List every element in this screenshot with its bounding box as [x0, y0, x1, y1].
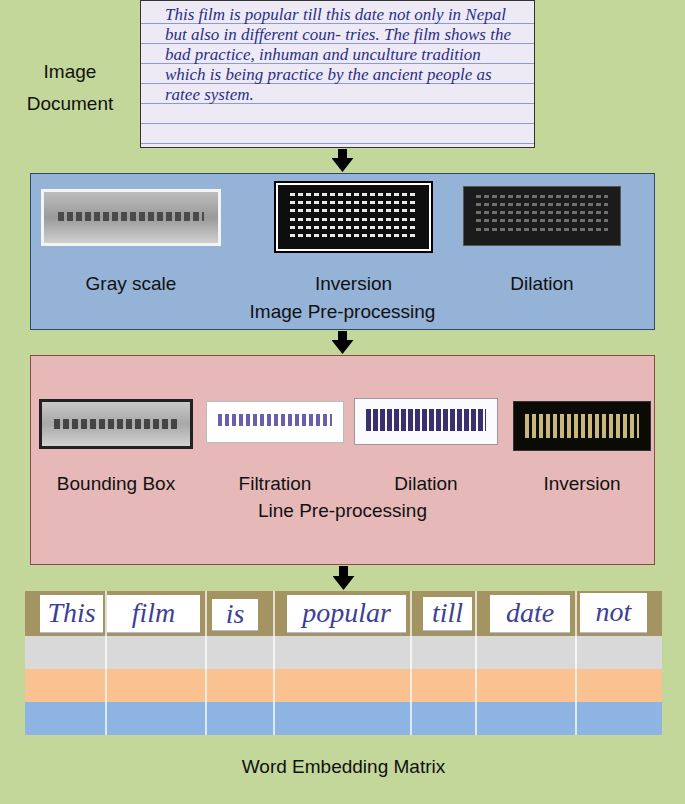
- matrix-divider: [410, 591, 412, 735]
- scan-strip: [218, 414, 332, 426]
- step-label: Dilation: [510, 273, 573, 295]
- step-label: Filtration: [239, 473, 312, 495]
- step-label: Gray scale: [86, 273, 177, 295]
- word-cell: till: [423, 597, 472, 631]
- word-cell: date: [490, 595, 570, 633]
- thumbnail: Inversion: [513, 401, 651, 451]
- thumbnail: Dilation: [354, 398, 498, 445]
- flow-arrow: [339, 566, 348, 576]
- scan-strip: [290, 209, 417, 212]
- word-cell: popular: [287, 595, 406, 633]
- stage-panel: Gray scaleInversionDilationImage Pre-pro…: [30, 173, 655, 330]
- word-cell: not: [580, 593, 647, 633]
- matrix-row: [25, 702, 662, 735]
- step-label: Bounding Box: [57, 473, 175, 495]
- thumbnail: Inversion: [276, 183, 431, 251]
- scan-strip: [58, 212, 204, 221]
- scan-strip: [290, 234, 417, 237]
- embedding-table: Word Embedding MatrixThisfilmispopularti…: [25, 591, 662, 735]
- side-label: Image Document: [15, 56, 125, 120]
- scan-strip: [290, 201, 417, 204]
- matrix-divider: [575, 591, 577, 735]
- scan-strip: [54, 419, 178, 429]
- stage-title: Line Pre-processing: [31, 500, 654, 522]
- scan-strip: [525, 414, 639, 438]
- table-caption: Word Embedding Matrix: [25, 756, 662, 778]
- word-cell: film: [107, 595, 200, 633]
- step-label: Inversion: [543, 473, 620, 495]
- thumbnail: Filtration: [206, 401, 344, 443]
- stage-title: Image Pre-processing: [31, 301, 654, 323]
- thumbnail: Gray scale: [41, 189, 221, 246]
- flow-arrow: [338, 331, 347, 340]
- word-cell: This: [40, 595, 103, 633]
- matrix-divider: [273, 591, 275, 735]
- matrix-row: [25, 669, 662, 702]
- step-label: Inversion: [315, 273, 392, 295]
- handwritten-text: This film is popular till this date not …: [165, 5, 520, 105]
- scan-strip: [476, 195, 607, 198]
- scan-strip: [290, 218, 417, 221]
- matrix-row: [25, 636, 662, 669]
- scan-strip: [366, 409, 485, 431]
- thumbnail: Dilation: [463, 186, 621, 246]
- scan-strip: [476, 219, 607, 222]
- scan-strip: [290, 193, 417, 196]
- scan-strip: [476, 203, 607, 206]
- stage-panel: Bounding BoxFiltrationDilationInversionL…: [30, 355, 655, 565]
- scan-strip: [476, 211, 607, 214]
- step-label: Dilation: [394, 473, 457, 495]
- matrix-divider: [475, 591, 477, 735]
- document-image: This film is popular till this date not …: [140, 0, 535, 148]
- flow-arrow: [338, 149, 347, 158]
- scan-strip: [476, 228, 607, 231]
- word-cell: is: [212, 599, 258, 631]
- thumbnail: Bounding Box: [39, 399, 193, 449]
- matrix-divider: [205, 591, 207, 735]
- scan-strip: [290, 226, 417, 229]
